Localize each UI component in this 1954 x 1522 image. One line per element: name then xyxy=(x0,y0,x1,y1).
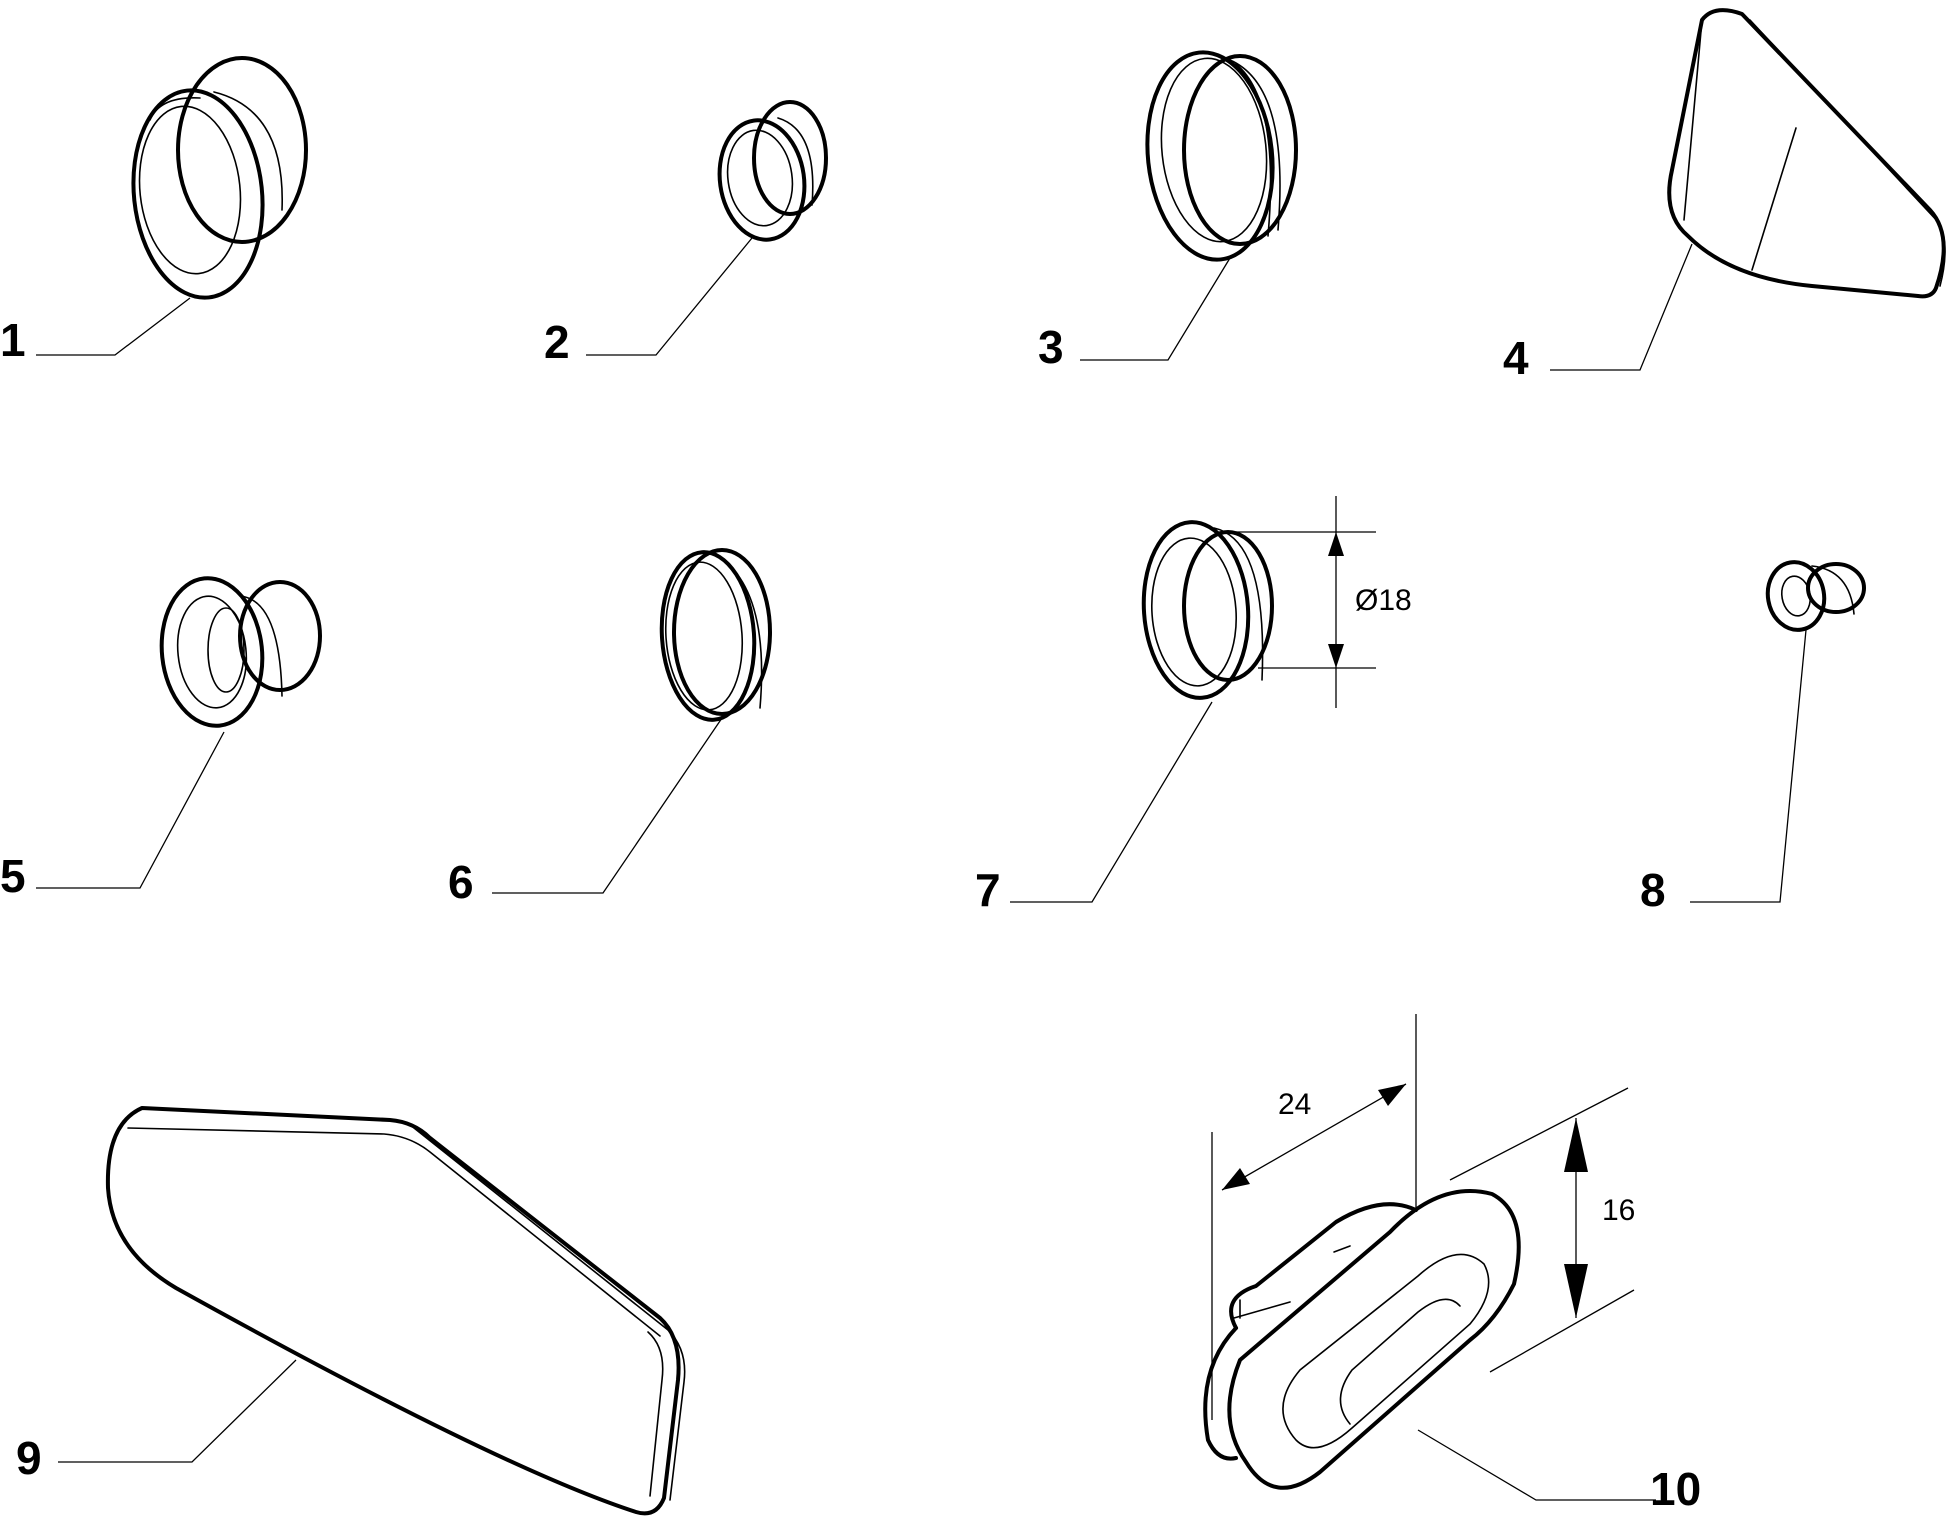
dimension-label-height: 16 xyxy=(1602,1194,1635,1227)
part-9-elongated-plug xyxy=(105,1106,686,1516)
dimension-height-part-10: 16 xyxy=(1449,1087,1635,1373)
part-3-grommet xyxy=(1145,50,1298,262)
part-8-small-grommet xyxy=(1765,560,1866,632)
leader-line-7 xyxy=(1010,701,1213,903)
part-7-plug xyxy=(1141,520,1274,700)
leader-line-4 xyxy=(1550,243,1693,371)
dimension-diameter-part-7: Ø18 xyxy=(1236,496,1412,708)
callout-8: 8 xyxy=(1640,864,1666,916)
callout-3: 3 xyxy=(1038,321,1064,373)
dimension-label-length: 24 xyxy=(1278,1088,1311,1121)
leader-line-6 xyxy=(492,717,723,894)
leader-line-9 xyxy=(58,1359,297,1463)
callout-5: 5 xyxy=(0,850,26,902)
leader-line-3 xyxy=(1080,257,1231,361)
callout-10: 10 xyxy=(1650,1463,1701,1515)
callout-4: 4 xyxy=(1503,332,1529,384)
callout-2: 2 xyxy=(544,316,570,368)
dimension-label-diameter: Ø18 xyxy=(1355,584,1412,617)
part-1-grommet xyxy=(131,56,308,300)
leader-line-2 xyxy=(586,237,753,356)
callout-7: 7 xyxy=(975,864,1001,916)
callout-6: 6 xyxy=(448,856,474,908)
part-5-ring-grommet xyxy=(159,576,322,728)
part-6-flat-plug xyxy=(659,548,772,722)
part-4-triangular-plug xyxy=(1667,8,1946,299)
callout-9: 9 xyxy=(16,1432,42,1484)
leader-line-1 xyxy=(36,297,191,356)
leader-line-10 xyxy=(1417,1429,1656,1501)
part-2-grommet xyxy=(717,100,828,242)
dimension-length-part-10: 24 xyxy=(1211,1014,1417,1420)
callout-1: 1 xyxy=(0,314,26,366)
leader-line-5 xyxy=(36,731,225,889)
part-10-oval-plug xyxy=(1203,1189,1521,1490)
leader-line-8 xyxy=(1690,629,1807,903)
